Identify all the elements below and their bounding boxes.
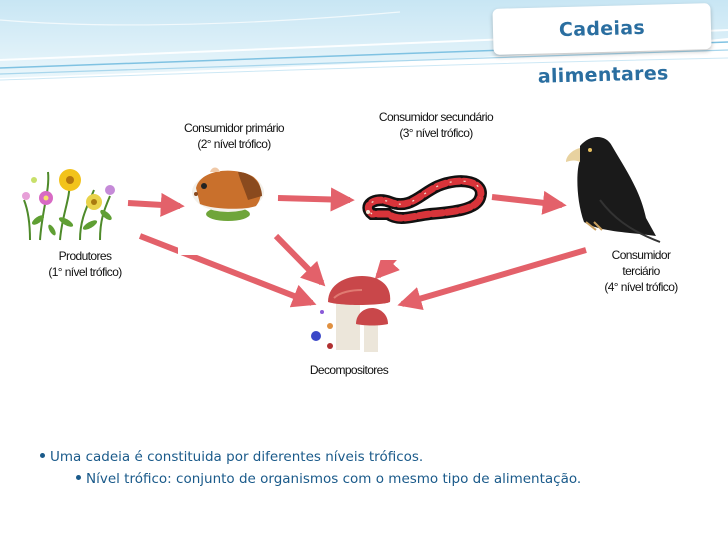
guinea-pig-icon <box>178 167 268 255</box>
bullet-list: Uma cadeia é constituida por diferentes … <box>40 446 720 490</box>
label-consumidor-primario-line2: (2° nível trófico) <box>197 137 271 151</box>
bullet-item: Uma cadeia é constituida por diferentes … <box>40 446 720 468</box>
bullet-item: Nível trófico: conjunto de organismos co… <box>76 468 728 490</box>
bullet-text: Nível trófico: conjunto de organismos co… <box>86 471 582 487</box>
label-consumidor-primario: Consumidor primário (2° nível trófico) <box>152 120 316 152</box>
bullet-text: Uma cadeia é constituida por diferentes … <box>50 449 424 465</box>
label-consumidor-secundario: Consumidor secundário (3° nível trófico) <box>356 109 516 141</box>
label-consumidor-terciario-line2: terciário <box>622 264 660 278</box>
hawk-icon <box>566 137 661 243</box>
label-produtores-line1: Produtores <box>58 249 112 263</box>
label-decompositores: Decompositores <box>290 362 408 378</box>
label-decompositores-line1: Decompositores <box>309 363 389 377</box>
arrow-secundario-to-terciario <box>491 190 567 215</box>
bullet-dot-icon <box>40 452 45 458</box>
arrow-primario-to-secundario <box>277 187 355 212</box>
label-consumidor-terciario-line3: (4° nível trófico) <box>604 280 678 294</box>
label-consumidor-secundario-line1: Consumidor secundário <box>378 110 494 124</box>
label-consumidor-secundario-line2: (3° nível trófico) <box>399 126 473 140</box>
label-consumidor-terciario-line1: Consumidor <box>611 248 671 262</box>
arrow-produtores-to-primario <box>127 192 185 217</box>
label-produtores-line2: (1° nível trófico) <box>48 265 122 279</box>
mushroom-icon <box>311 276 391 352</box>
arrow-primario-to-decompositores <box>273 233 326 287</box>
arrows <box>127 187 587 311</box>
snake-icon <box>360 175 488 260</box>
label-consumidor-primario-line1: Consumidor primário <box>184 121 285 135</box>
flowers-icon <box>18 160 126 242</box>
bullet-dot-icon <box>76 474 81 480</box>
label-produtores: Produtores (1° nível trófico) <box>24 248 146 280</box>
label-consumidor-terciario: Consumidor terciário (4° nível trófico) <box>588 247 694 295</box>
arrow-produtores-to-decompositores <box>138 233 317 308</box>
arrow-terciario-to-decompositores <box>397 247 587 311</box>
